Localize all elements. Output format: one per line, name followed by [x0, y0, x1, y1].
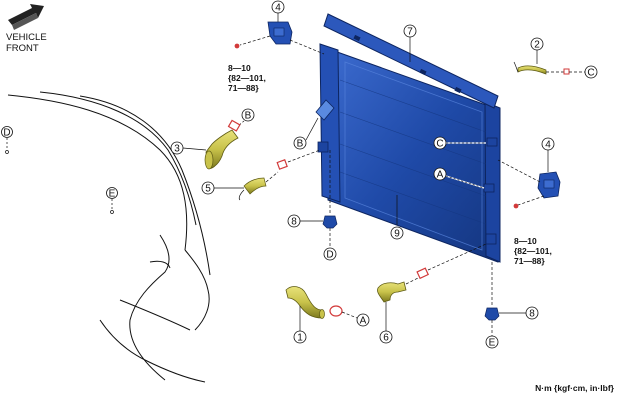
ref-b-radiator-label: B — [297, 139, 304, 150]
vehicle-front-label-line1: VEHICLE — [6, 32, 47, 43]
torque-upper-line1: 8—10 — [228, 63, 251, 73]
ref-d-mount-label: D — [326, 250, 333, 261]
vehicle-body-outline — [7, 91, 211, 383]
bolt-icon — [513, 203, 519, 209]
ref-e-mount-label: E — [489, 338, 496, 349]
callout-9: 9 — [390, 195, 404, 240]
part-4-upper-label: 4 — [275, 3, 281, 14]
clamp-icon — [227, 119, 241, 132]
body-ref-d: D — [1, 126, 13, 154]
hose-1: 1 A — [285, 286, 370, 344]
part-8-lower-label: 8 — [529, 309, 535, 320]
part-4-lower-label: 4 — [545, 140, 551, 151]
rubber-mount-upper: 8 D — [287, 150, 338, 261]
radiator-left-tank — [319, 43, 341, 203]
ref-a-radiator: A — [433, 167, 485, 189]
hose-2: 2 C — [513, 37, 598, 79]
part-7-label: 7 — [407, 27, 413, 38]
ref-b-radiator: B — [293, 117, 319, 150]
hose-6: 6 — [377, 243, 487, 344]
part-2-label: 2 — [534, 40, 540, 51]
bolt-icon — [234, 43, 240, 49]
ref-e-body-label: E — [109, 189, 116, 200]
part-1-label: 1 — [297, 333, 303, 344]
part-6-label: 6 — [383, 333, 389, 344]
ref-a-radiator-label: A — [437, 170, 444, 181]
hose-3: B 3 — [170, 108, 255, 170]
torque-lower-line1: 8—10 — [514, 236, 537, 246]
part-5-label: 5 — [205, 184, 211, 195]
part-3-label: 3 — [174, 144, 180, 155]
vehicle-front-label-line2: FRONT — [6, 43, 39, 54]
ref-d-body-label: D — [3, 128, 10, 139]
front-arrow-icon — [8, 4, 44, 30]
torque-lower-line2: {82—101, — [514, 246, 552, 256]
upper-bracket — [323, 13, 499, 109]
callout-7: 7 — [403, 24, 417, 62]
part-8-upper-label: 8 — [291, 217, 297, 228]
ref-a-hose-label: A — [360, 316, 367, 327]
clamp-icon — [276, 159, 288, 170]
clamp-icon — [563, 68, 570, 75]
radiator-inlet-pipe — [315, 99, 335, 121]
ref-c-radiator-label: C — [436, 139, 443, 150]
hose-5: 5 — [201, 149, 321, 201]
torque-upper-line2: {82—101, — [228, 73, 266, 83]
ref-c-radiator: C — [433, 136, 486, 150]
part-9-label: 9 — [394, 229, 400, 240]
clamp-icon — [416, 267, 430, 280]
rubber-mount-lower: 8 E — [484, 262, 539, 349]
ref-c-hose-label: C — [587, 68, 594, 79]
radiator-assembly — [315, 13, 501, 263]
mount-bracket-lower: 4 8—10 {82—101, 71—88} — [497, 137, 561, 266]
body-ref-e: E — [106, 187, 118, 214]
mount-bracket-upper: 4 8—10 {82—101, 71—88} — [228, 0, 325, 93]
torque-upper-line3: 71—88} — [228, 83, 259, 93]
torque-lower-line3: 71—88} — [514, 256, 545, 266]
radiator-core — [325, 47, 501, 263]
units-note: N·m {kgf·cm, in·lbf} — [535, 383, 615, 393]
vehicle-front-indicator: VEHICLE FRONT — [6, 4, 47, 54]
clamp-icon — [329, 305, 343, 317]
ref-b-hose-label: B — [245, 111, 252, 122]
